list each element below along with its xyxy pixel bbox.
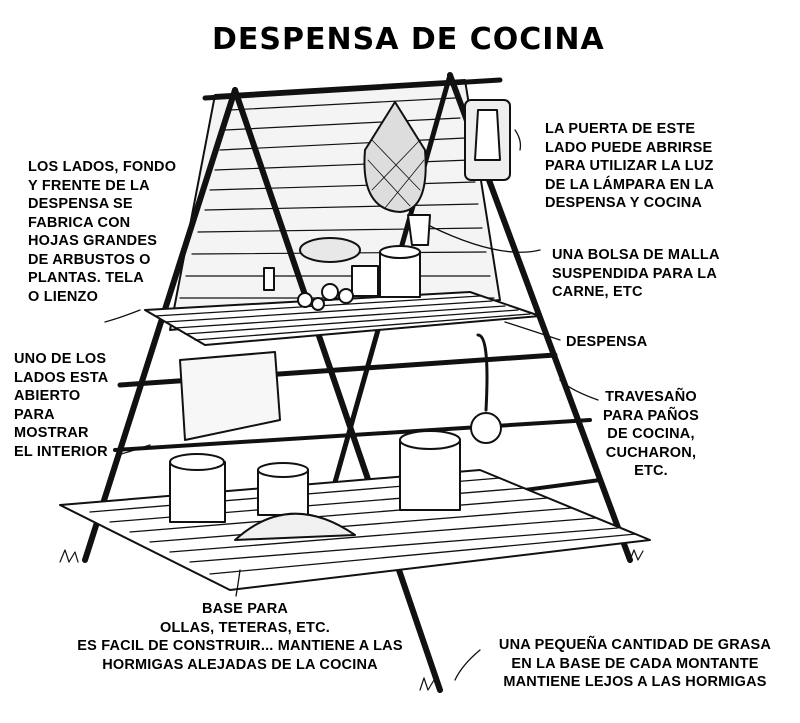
right-front-pole bbox=[232, 87, 443, 693]
lower-crossbar bbox=[113, 418, 592, 452]
hanging-bottle bbox=[407, 214, 431, 246]
mesh-bag bbox=[363, 101, 427, 213]
diagram-title: DESPENSA DE COCINA bbox=[212, 22, 605, 57]
label-door: LA PUERTA DE ESTE LADO PUEDE ABRIRSE PAR… bbox=[545, 121, 715, 211]
towel bbox=[179, 351, 281, 441]
pot bbox=[169, 461, 226, 523]
potatoes bbox=[297, 283, 354, 311]
left-front-pole bbox=[82, 87, 238, 563]
bucket bbox=[399, 439, 461, 511]
can bbox=[351, 265, 379, 297]
label-pantry: DESPENSA bbox=[566, 334, 648, 350]
label-grease: UNA PEQUEÑA CANTIDAD DE GRASA EN LA BASE… bbox=[498, 637, 772, 690]
label-easy: ES FACIL DE CONSTRUIR... MANTIENE A LAS … bbox=[77, 638, 403, 673]
shelf-slats bbox=[154, 295, 531, 341]
label-base: BASE PARA OLLAS, TETERAS, ETC. bbox=[160, 601, 330, 636]
small-jar bbox=[263, 267, 275, 291]
ridge-pole bbox=[202, 77, 503, 101]
pantry-shelf bbox=[144, 291, 541, 346]
label-sides: LOS LADOS, FONDO Y FRENTE DE LA DESPENSA… bbox=[28, 159, 177, 305]
leader-lines bbox=[104, 129, 599, 681]
grass bbox=[59, 549, 644, 691]
ladle bbox=[476, 333, 489, 412]
label-mesh-bag: UNA BOLSA DE MALLA SUSPENDIDA PARA LA CA… bbox=[552, 247, 720, 300]
dish-cover bbox=[234, 512, 356, 541]
bread-loaf bbox=[299, 237, 361, 263]
label-open-side: UNO DE LOS LADOS ESTA ABIERTO PARA MOSTR… bbox=[14, 351, 109, 460]
label-crossbar: TRAVESAÑO PARA PAÑOS DE COCINA, CUCHARON… bbox=[603, 389, 699, 479]
